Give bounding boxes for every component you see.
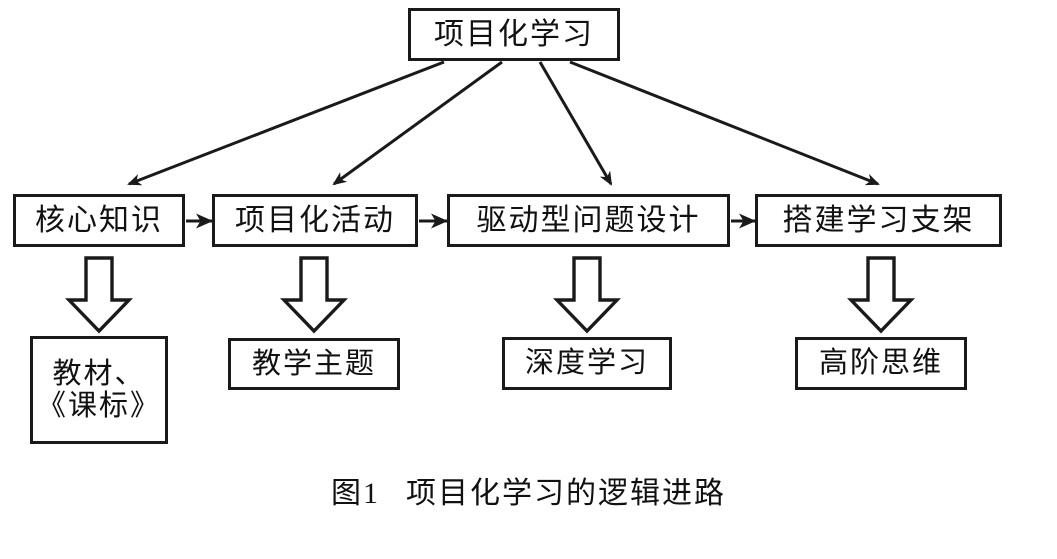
edge-root-to-stage-2 [332, 60, 503, 186]
node-outcome-teaching-theme[interactable]: 教学主题 [228, 338, 400, 390]
node-stage-build-learning-scaffold[interactable]: 搭建学习支架 [755, 194, 1002, 247]
node-stage-core-knowledge[interactable]: 核心知识 [13, 194, 185, 247]
node-outcome-textbook-standards[interactable]: 教材、 《课标》 [30, 336, 168, 444]
block-arrow-stage-1-to-outcome-1 [64, 256, 134, 334]
block-arrow-stage-4-to-outcome-4 [846, 256, 916, 334]
node-outcome-deep-learning[interactable]: 深度学习 [502, 337, 672, 390]
figure-caption-title: 项目化学习的逻辑进路 [406, 477, 726, 510]
block-arrow-stage-2-to-outcome-2 [279, 256, 349, 334]
stage-to-outcome-edges [64, 256, 916, 334]
edge-root-to-stage-4 [569, 60, 880, 186]
node-stage-driving-question-design[interactable]: 驱动型问题设计 [447, 194, 730, 247]
root-to-stage-edges [127, 60, 880, 186]
figure-caption-label: 图1 [331, 477, 380, 510]
edge-root-to-stage-3 [538, 61, 613, 186]
node-root[interactable]: 项目化学习 [408, 8, 620, 61]
block-arrow-stage-3-to-outcome-3 [552, 256, 622, 334]
node-outcome-higher-order-thinking[interactable]: 高阶思维 [795, 337, 967, 390]
figure-caption: 图1 项目化学习的逻辑进路 [0, 468, 1057, 512]
edge-root-to-stage-1 [127, 60, 445, 186]
node-stage-project-activity[interactable]: 项目化活动 [212, 194, 418, 247]
